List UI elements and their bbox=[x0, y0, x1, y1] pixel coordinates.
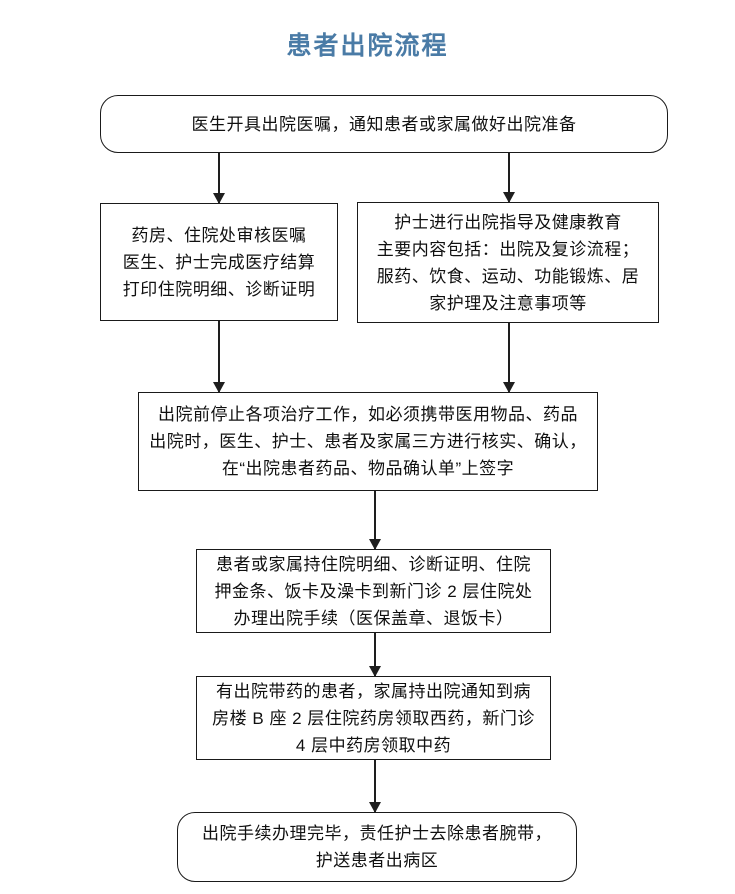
flow-node-end-line-2: 护送患者出病区 bbox=[315, 851, 439, 870]
flow-node-medicine: 有出院带药的患者，家属持出院通知到病 房楼 B 座 2 层住院药房领取西药，新门… bbox=[196, 676, 551, 760]
arrow-confirm-to-discharge bbox=[374, 491, 376, 549]
flow-node-start: 医生开具出院医嘱，通知患者或家属做好出院准备 bbox=[100, 95, 668, 153]
flow-node-discharge-line-1: 患者或家属持住院明细、诊断证明、住院 bbox=[216, 554, 531, 574]
flow-node-education-line-3: 服药、饮食、运动、功能锻炼、居 bbox=[376, 266, 640, 286]
flow-node-billing: 药房、住院处审核医嘱 医生、护士完成医疗结算 打印住院明细、诊断证明 bbox=[100, 203, 338, 321]
flow-node-discharge-line-3: 办理出院手续（医保盖章、退饭卡） bbox=[233, 608, 514, 628]
flow-node-discharge-line-2: 押金条、饭卡及澡卡到新门诊 2 层住院处 bbox=[214, 581, 533, 601]
flow-node-medicine-line-1: 有出院带药的患者，家属持出院通知到病 bbox=[216, 681, 531, 701]
flow-node-end: 出院手续办理完毕，责任护士去除患者腕带， 护送患者出病区 bbox=[177, 812, 577, 882]
flow-node-end-line-1: 出院手续办理完毕，责任护士去除患者腕带， bbox=[202, 824, 552, 843]
flow-node-education: 护士进行出院指导及健康教育 主要内容包括：出院及复诊流程； 服药、饮食、运动、功… bbox=[357, 202, 659, 323]
arrow-discharge-to-medicine bbox=[374, 633, 376, 676]
flow-node-billing-line-3: 打印住院明细、诊断证明 bbox=[122, 279, 316, 299]
flow-node-confirm-line-1: 出院前停止各项治疗工作，如必须携带医用物品、药品 bbox=[158, 405, 578, 424]
flow-node-billing-line-2: 医生、护士完成医疗结算 bbox=[122, 252, 316, 272]
flow-node-medicine-line-2: 房楼 B 座 2 层住院药房领取西药，新门诊 bbox=[212, 708, 535, 728]
arrow-billing-to-confirm bbox=[218, 321, 220, 392]
flow-node-billing-line-1: 药房、住院处审核医嘱 bbox=[131, 225, 307, 245]
arrow-education-to-confirm bbox=[508, 323, 510, 392]
flow-node-education-line-4: 家护理及注意事项等 bbox=[429, 293, 587, 313]
flow-node-education-line-1: 护士进行出院指导及健康教育 bbox=[394, 212, 622, 232]
arrow-start-to-education bbox=[508, 153, 510, 202]
page-title: 患者出院流程 bbox=[286, 33, 449, 60]
arrow-medicine-to-end bbox=[374, 760, 376, 812]
flow-node-education-line-2: 主要内容包括：出院及复诊流程； bbox=[376, 239, 640, 259]
flow-node-confirm-line-3: 在“出院患者药品、物品确认单”上签字 bbox=[221, 459, 515, 478]
flow-node-confirm: 出院前停止各项治疗工作，如必须携带医用物品、药品 出院时，医生、护士、患者及家属… bbox=[138, 392, 598, 491]
flow-node-start-line-1: 医生开具出院医嘱，通知患者或家属做好出院准备 bbox=[191, 114, 577, 134]
flow-node-medicine-line-3: 4 层中药房领取中药 bbox=[295, 735, 452, 755]
arrow-start-to-billing bbox=[218, 153, 220, 203]
flow-node-discharge: 患者或家属持住院明细、诊断证明、住院 押金条、饭卡及澡卡到新门诊 2 层住院处 … bbox=[196, 549, 551, 633]
flow-node-confirm-line-2: 出院时，医生、护士、患者及家属三方进行核实、确认， bbox=[149, 432, 587, 451]
